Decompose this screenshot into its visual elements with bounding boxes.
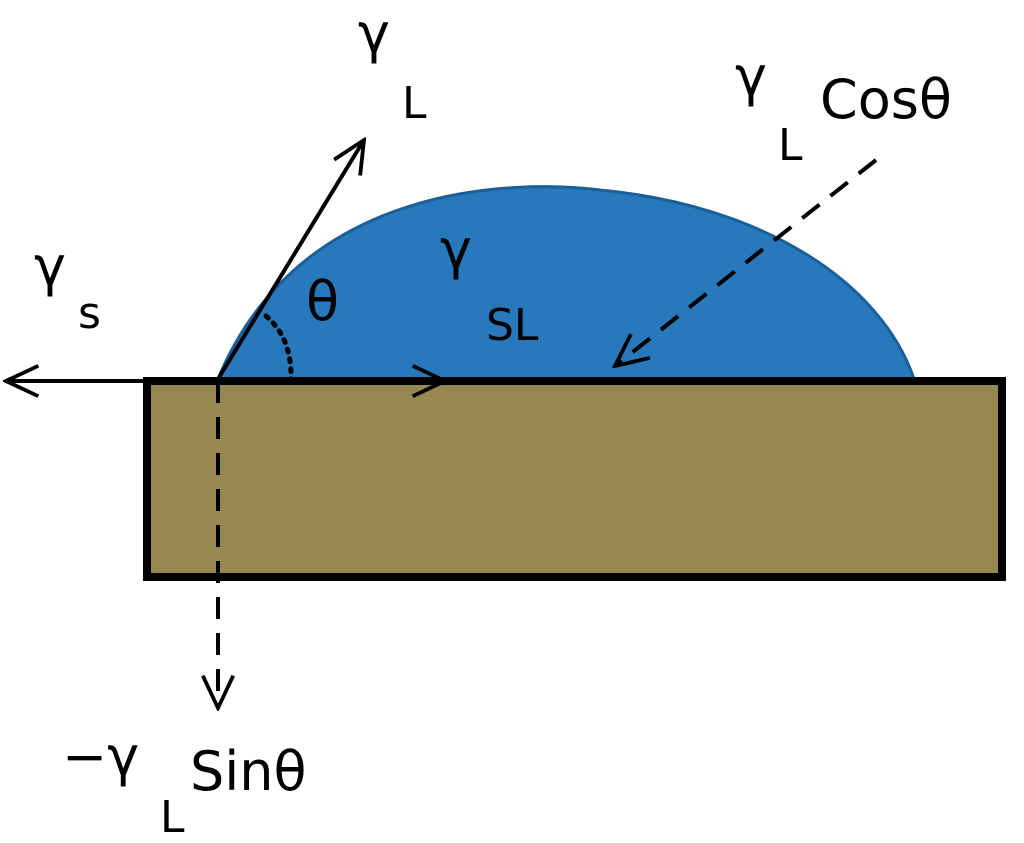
label-gamma-l-sub: L: [402, 78, 427, 129]
liquid-droplet: [215, 185, 917, 381]
label-gamma-l-sin-text: Sinθ: [190, 740, 307, 803]
gamma-l-cos-arrow: [615, 158, 878, 366]
label-theta: θ: [306, 270, 339, 333]
label-gamma-sl: γ: [440, 218, 472, 281]
label-gamma-l-sin-sub: L: [160, 792, 185, 843]
label-gamma-l-sin: −γ: [62, 725, 139, 788]
contact-angle-arc: [263, 313, 294, 382]
label-gamma-s: γ: [34, 235, 66, 298]
label-gamma-l-cos: γ: [735, 45, 767, 108]
label-gamma-l: γ: [358, 2, 390, 65]
label-gamma-l-cos-sub: L: [778, 120, 803, 171]
substrate-block: [143, 377, 1006, 581]
gamma-l-arrow: [216, 140, 364, 381]
label-gamma-l-cos-text: Cosθ: [820, 68, 952, 131]
label-gamma-s-sub: s: [78, 288, 101, 339]
label-gamma-sl-sub: SL: [486, 300, 539, 351]
